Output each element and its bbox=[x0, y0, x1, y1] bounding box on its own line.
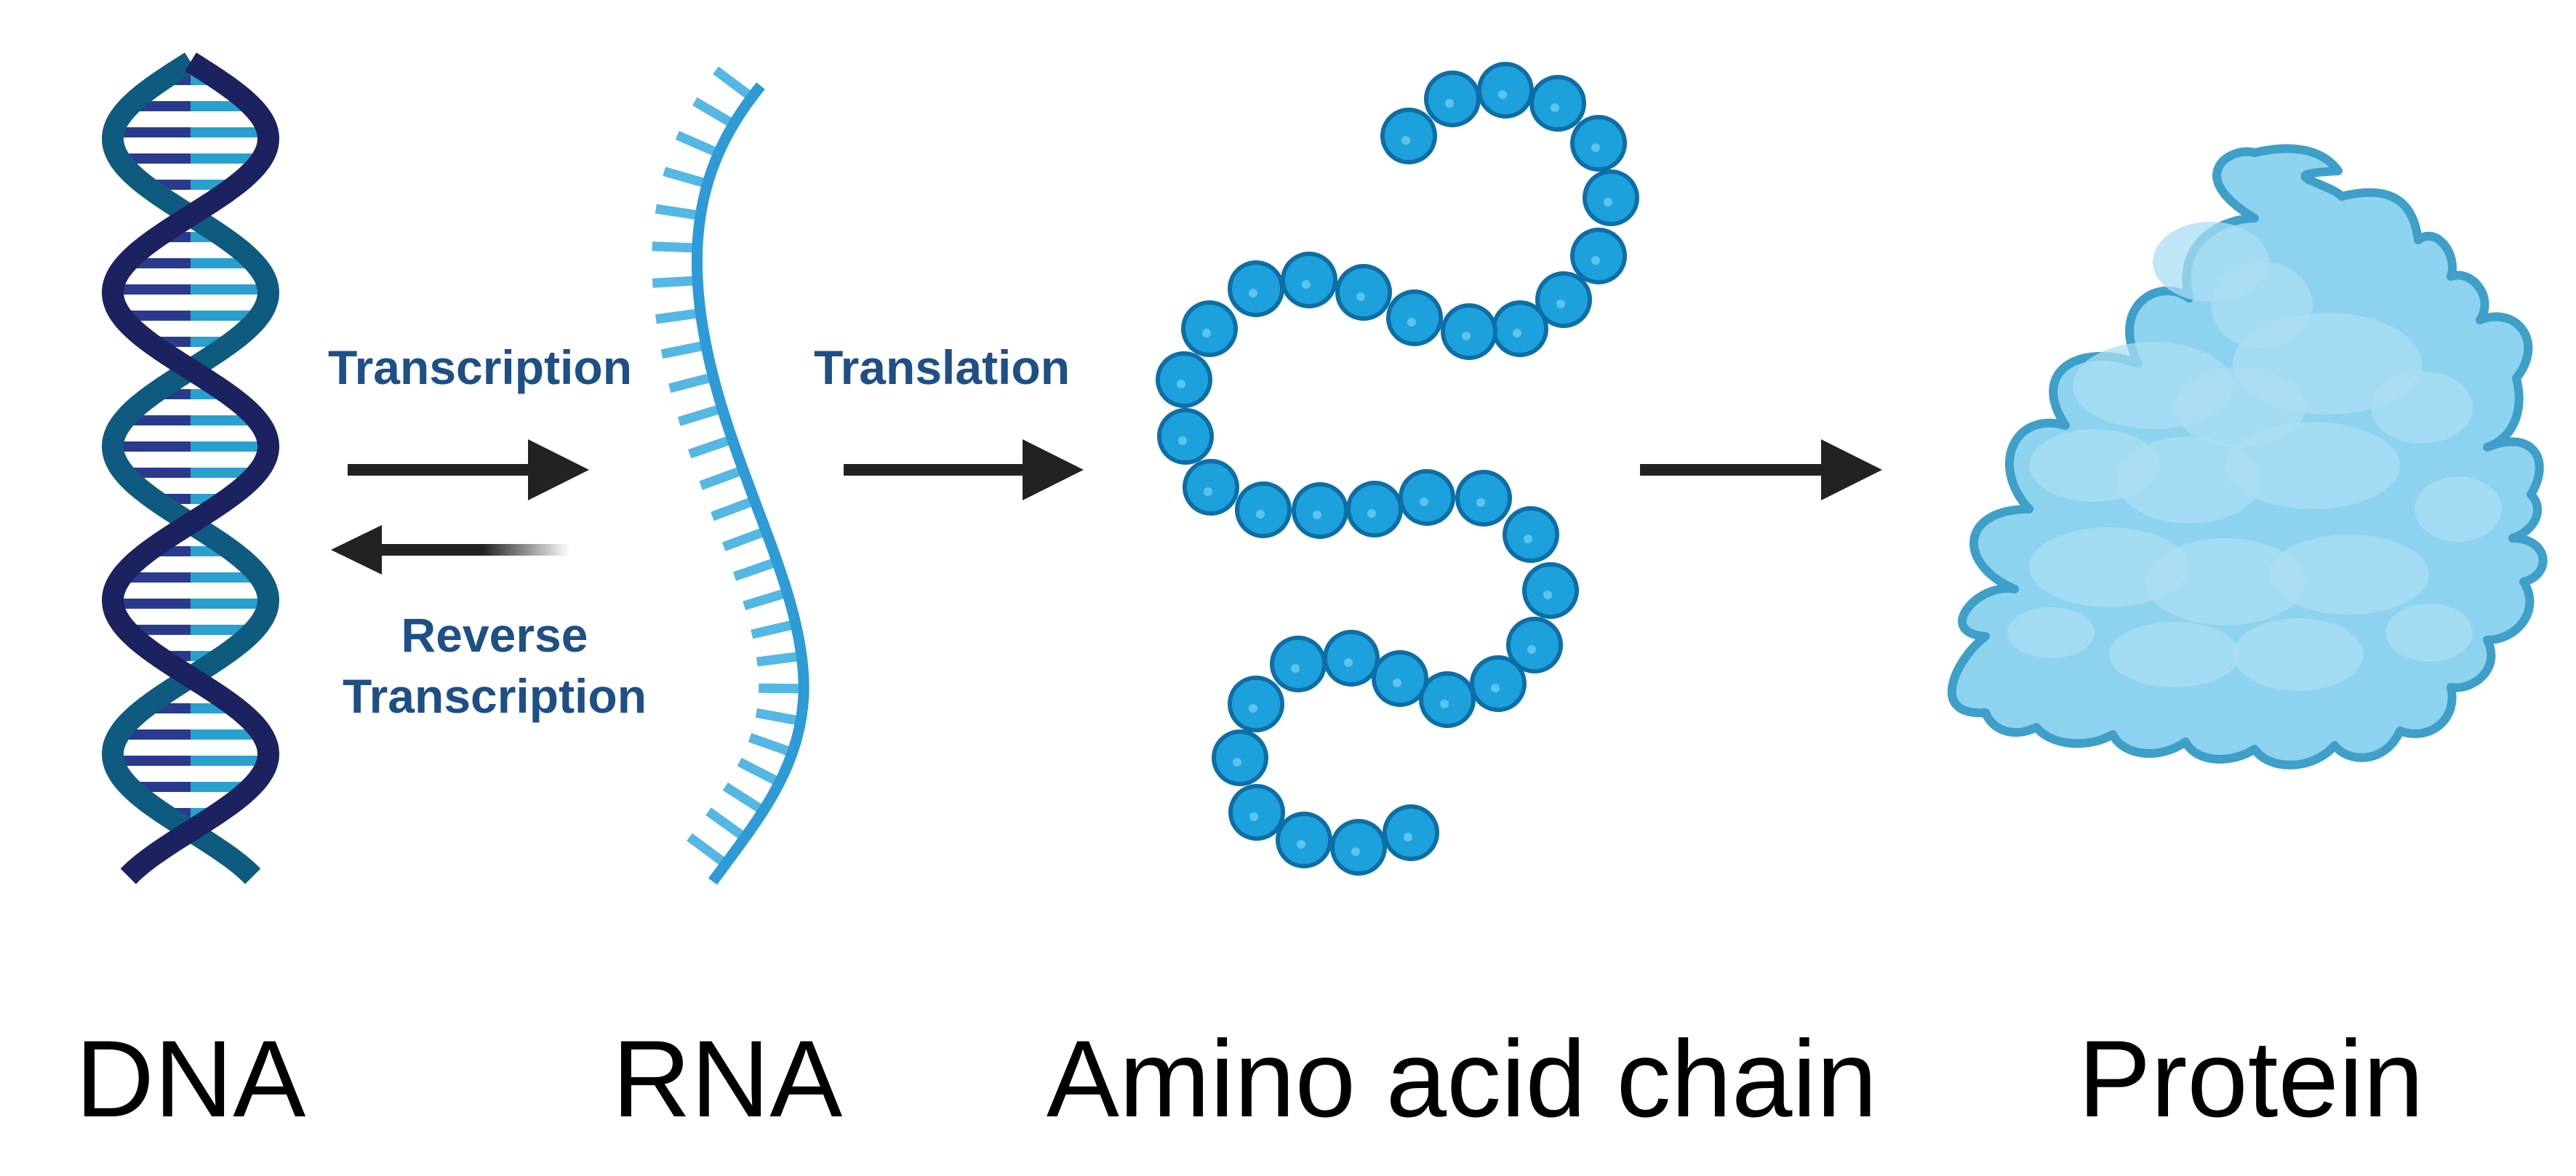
amino-acid-bead bbox=[1503, 506, 1559, 563]
amino-acid-bead bbox=[1529, 75, 1586, 132]
rna-base bbox=[677, 404, 724, 426]
transcription-arrow bbox=[348, 439, 589, 500]
amino-acid-bead bbox=[1492, 300, 1548, 357]
amino-acid-bead bbox=[1470, 655, 1527, 712]
amino-acid-bead bbox=[1383, 804, 1439, 861]
protein-lobe bbox=[2385, 604, 2473, 662]
rna-base bbox=[663, 167, 709, 189]
rna-base bbox=[751, 619, 797, 639]
amino-acid-bead bbox=[1181, 300, 1238, 357]
protein-lobe bbox=[2371, 371, 2473, 444]
rna-base bbox=[652, 276, 698, 288]
amino-acid-chain-label: Amino acid chain bbox=[1047, 1017, 1877, 1140]
rna-base bbox=[743, 588, 789, 611]
rna-base bbox=[705, 807, 748, 842]
rna-label: RNA bbox=[612, 1017, 843, 1140]
rna-base bbox=[692, 97, 736, 129]
amino-acid-bead bbox=[1235, 481, 1292, 538]
amino-acid-bead bbox=[1292, 482, 1348, 539]
amino-acid-bead bbox=[1441, 303, 1497, 360]
amino-acid-bead bbox=[1228, 676, 1284, 732]
dna-strand bbox=[101, 52, 280, 884]
amino-acid-bead bbox=[1477, 62, 1534, 119]
protein-lobe bbox=[2415, 476, 2502, 542]
amino-acid-chain-icon bbox=[1156, 62, 1639, 876]
protein-blob-icon bbox=[1947, 144, 2548, 769]
amino-acid-bead bbox=[1270, 636, 1327, 692]
protein-lobe bbox=[2116, 436, 2262, 524]
rna-base bbox=[748, 732, 794, 757]
amino-acid-bead bbox=[1424, 71, 1481, 127]
amino-acid-bead bbox=[1583, 169, 1639, 226]
amino-acid-bead bbox=[1346, 481, 1403, 537]
amino-acid-bead bbox=[1380, 108, 1437, 164]
rna-base bbox=[711, 496, 756, 521]
amino-acid-bead bbox=[1183, 459, 1239, 516]
rna-base bbox=[737, 757, 782, 787]
rna-base bbox=[721, 527, 768, 551]
reverse-transcription-label-line1: Reverse bbox=[401, 608, 588, 662]
rna-base bbox=[675, 130, 721, 158]
amino-acid-bead bbox=[1455, 470, 1512, 527]
amino-acid-bead bbox=[1399, 469, 1455, 526]
protein-texture bbox=[2007, 222, 2502, 691]
amino-acid-bead bbox=[1330, 819, 1387, 876]
amino-acid-bead bbox=[1506, 617, 1563, 673]
rna-base bbox=[756, 651, 803, 667]
amino-acid-bead bbox=[1570, 228, 1627, 284]
amino-acid-bead bbox=[1156, 351, 1212, 408]
amino-acid-bead bbox=[1281, 252, 1337, 308]
protein-lobe bbox=[2007, 607, 2095, 658]
reverse-transcription-label-line2: Transcription bbox=[343, 669, 647, 723]
protein-lobe bbox=[2109, 622, 2240, 687]
dna-helix-icon bbox=[101, 52, 280, 884]
translation-label: Translation bbox=[814, 340, 1070, 394]
rna-base bbox=[652, 241, 697, 253]
amino-acid-bead bbox=[1570, 115, 1627, 172]
rna-strand-icon bbox=[652, 66, 809, 885]
amino-acid-bead bbox=[1228, 784, 1285, 841]
rna-base bbox=[722, 782, 767, 815]
rna-bases bbox=[652, 66, 804, 868]
dna-strands bbox=[101, 52, 280, 884]
amino-acid-bead bbox=[1535, 271, 1592, 328]
protein-lobe bbox=[2269, 535, 2429, 615]
protein-lobe bbox=[2233, 618, 2364, 691]
protein-lobe bbox=[2145, 538, 2305, 625]
amino-acid-bead bbox=[1419, 671, 1476, 728]
rna-base bbox=[699, 465, 745, 490]
amino-acid-bead bbox=[1157, 408, 1214, 465]
rna-base bbox=[759, 683, 804, 694]
amino-acid-bead bbox=[1212, 729, 1268, 786]
amino-acid-bead bbox=[1323, 630, 1380, 687]
protein-lobe bbox=[2225, 422, 2400, 509]
protein-label: Protein bbox=[2078, 1017, 2423, 1140]
rna-base bbox=[687, 833, 729, 868]
rna-base bbox=[668, 372, 715, 393]
amino-acid-bead bbox=[1372, 650, 1428, 707]
amino-acid-bead bbox=[1228, 260, 1284, 317]
dna-strand bbox=[101, 52, 280, 884]
rna-base bbox=[732, 557, 779, 581]
amino-acid-bead bbox=[1335, 264, 1392, 321]
rna-base bbox=[688, 434, 734, 459]
amino-acid-bead bbox=[1522, 562, 1579, 619]
transcription-label: Transcription bbox=[328, 340, 632, 394]
dna-label: DNA bbox=[76, 1017, 306, 1140]
folding-arrow bbox=[1640, 439, 1882, 500]
translation-arrow bbox=[844, 439, 1084, 500]
rna-base bbox=[755, 708, 802, 726]
rna-base bbox=[655, 308, 702, 324]
amino-acid-bead bbox=[1276, 812, 1332, 868]
reverse-transcription-arrow bbox=[331, 525, 569, 575]
rna-base bbox=[713, 66, 755, 101]
rna-backbone bbox=[691, 82, 809, 885]
rna-base bbox=[660, 340, 708, 359]
rna-base bbox=[655, 204, 702, 220]
amino-acid-bead bbox=[1386, 289, 1443, 346]
